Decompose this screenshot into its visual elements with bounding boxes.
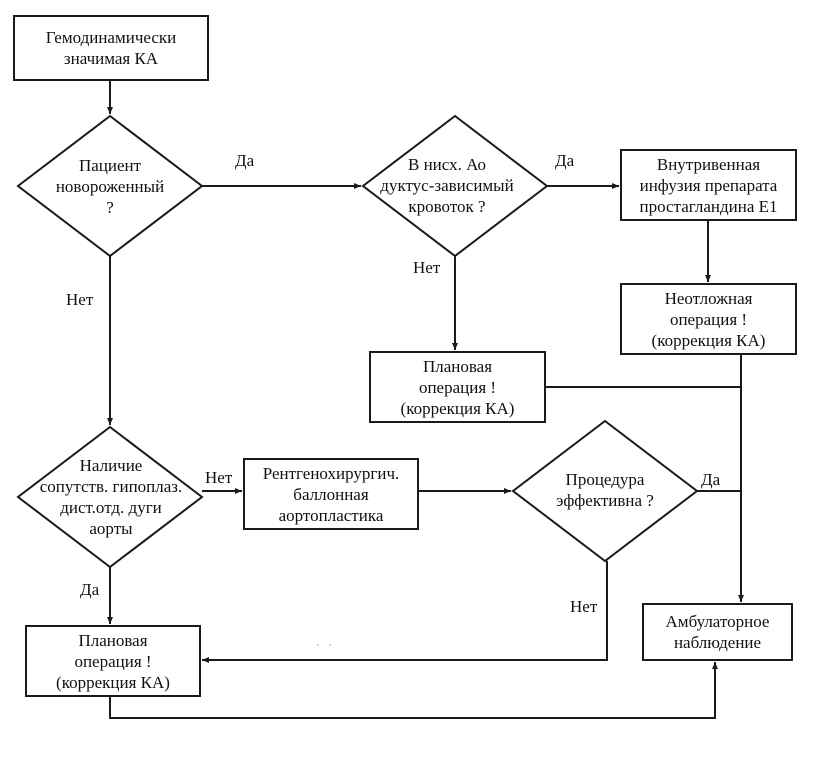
node-question-effective: Процедура эффективна ?	[556, 470, 654, 510]
node-start: Гемодинамически значимая КА	[45, 28, 177, 68]
node-question-hypoplasia: Наличие сопутств. гипоплаз. дист.отд. ду…	[39, 456, 183, 538]
edge-label-hypoplasia-no: Нет	[205, 468, 233, 487]
node-planned-operation-2: Плановая операция ! (коррекция КА)	[56, 630, 170, 692]
node-planned-operation-1: Плановая операция ! (коррекция КА)	[400, 356, 515, 418]
shape-balloon	[243, 458, 419, 530]
node-urgent-operation: Неотложная операция ! (коррекция КА)	[651, 288, 766, 350]
edge-planned-2-to-outpatient	[109, 662, 718, 719]
stray-dot	[317, 644, 319, 646]
shape-urgent-op	[620, 283, 797, 355]
edge-label-ductus-no: Нет	[413, 258, 441, 277]
node-outpatient: Амбулаторное наблюдение	[665, 612, 770, 652]
node-question-newborn: Пациент новороженный ?	[55, 155, 165, 217]
edge-label-ductus-yes: Да	[555, 151, 575, 170]
shape-start	[13, 15, 209, 81]
edge-effective-to-planned-2	[202, 561, 608, 663]
node-question-ductus: В нисх. Ао дуктус-зависимый кровоток ?	[380, 154, 514, 216]
edge-label-newborn-yes: Да	[235, 151, 255, 170]
shape-planned-op-2	[25, 625, 201, 697]
shape-q-effective	[511, 419, 699, 563]
edge-label-effective-yes: Да	[701, 470, 721, 489]
edge-label-effective-no: Нет	[570, 597, 598, 616]
edge-label-hypoplasia-yes: Да	[80, 580, 100, 599]
stray-dot	[329, 644, 331, 646]
node-balloon-aortoplasty: Рентгенохирургич. баллонная аортопластик…	[262, 463, 400, 525]
shape-outpatient	[642, 603, 793, 661]
edge-label-newborn-no: Нет	[66, 290, 94, 309]
node-infusion: Внутривенная инфузия препарата простагла…	[639, 154, 778, 216]
